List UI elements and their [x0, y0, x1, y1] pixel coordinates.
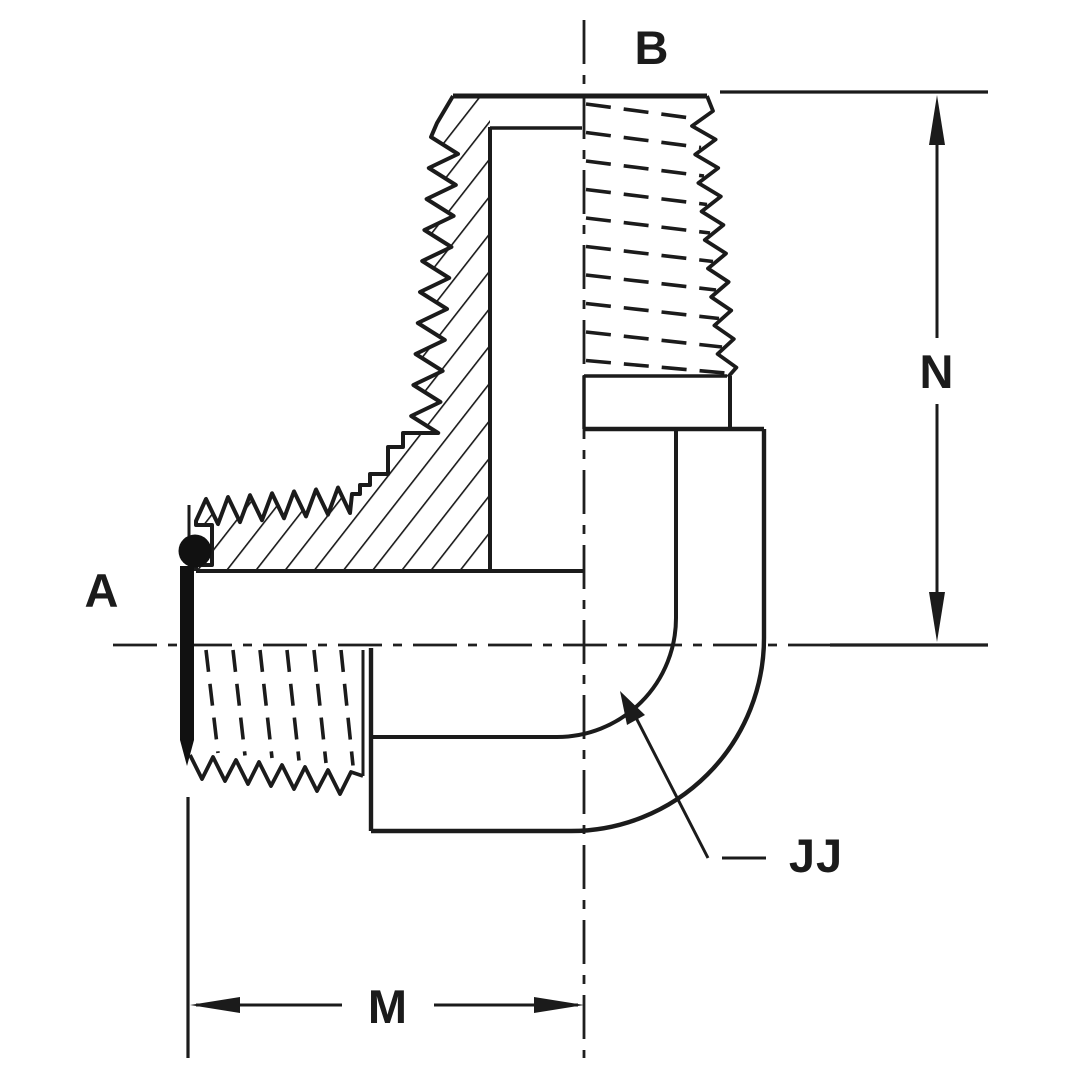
sectioned-body — [194, 94, 584, 573]
left-port-thread-crest-bottom — [188, 754, 364, 796]
elbow-inner-arc — [556, 617, 678, 739]
elbow-outer-arc — [570, 637, 767, 834]
centerlines — [113, 20, 988, 1058]
jj-label: JJ — [789, 829, 843, 882]
jj-leader-line — [627, 703, 710, 859]
jj-leader-arrow — [620, 691, 645, 725]
o-ring-cross-section — [178, 534, 212, 568]
o-ring-front-band — [180, 566, 194, 766]
o-ring-seal — [178, 534, 212, 766]
port-b-label: B — [635, 21, 670, 74]
dimension-m — [186, 797, 584, 1058]
leader-jj — [620, 691, 766, 860]
top-port-thread-flanks — [585, 102, 726, 375]
m-arrow-left — [190, 997, 240, 1013]
m-arrow-right — [534, 997, 584, 1013]
left-port-thread-flanks — [204, 649, 355, 766]
dim-n-label: N — [920, 345, 955, 398]
section-hatch-fill — [196, 96, 490, 571]
left-port — [187, 505, 365, 796]
dim-m-label: M — [368, 980, 408, 1033]
n-arrow-up — [929, 95, 945, 145]
port-a-label: A — [85, 564, 120, 617]
top-port-thread-crest-right — [690, 95, 739, 379]
dimension-n — [720, 90, 988, 642]
section-outline — [194, 94, 460, 571]
top-port — [453, 93, 739, 429]
n-arrow-down — [929, 592, 945, 642]
elbow-body — [368, 426, 767, 834]
